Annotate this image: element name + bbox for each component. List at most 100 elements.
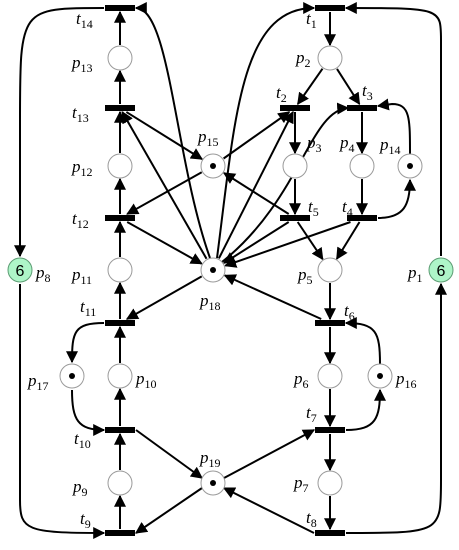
transition-label-subscript: 10 <box>79 437 91 451</box>
place-label-letter: p <box>199 448 209 467</box>
transition-t2 <box>280 105 310 111</box>
place-label-subscript: 6 <box>303 377 309 391</box>
arc-p19-to-t7 <box>223 429 316 479</box>
place-p14 <box>397 153 423 179</box>
arc-p2-to-t3 <box>336 68 361 106</box>
transition-label-subscript: 3 <box>367 89 373 103</box>
place-label-subscript: 3 <box>316 141 322 155</box>
transition-label-subscript: 14 <box>81 17 93 31</box>
place-label-p9: p9 <box>72 477 88 499</box>
place-label-letter: p <box>379 135 389 154</box>
arc-p15-to-t12 <box>126 171 203 215</box>
transition-label-subscript: 4 <box>347 205 353 219</box>
transition-label-t1: t1 <box>306 9 317 31</box>
place-circle-p3 <box>282 153 308 179</box>
place-label-letter: p <box>297 265 307 284</box>
transition-label-t4: t4 <box>342 197 353 219</box>
arc-p18-to-t1 <box>216 2 316 259</box>
place-p1: 6 <box>428 257 454 283</box>
arc-t4-to-p18 <box>224 221 351 268</box>
place-circle-p11 <box>107 257 133 283</box>
transition-label-t7: t7 <box>306 403 317 425</box>
transition-label-subscript: 11 <box>85 305 97 319</box>
place-p5 <box>317 257 343 283</box>
token-count-p8: 6 <box>16 263 25 280</box>
arc-t4-to-p14 <box>377 178 416 219</box>
place-label-subscript: 12 <box>81 165 93 179</box>
transition-label-letter: t <box>76 9 82 28</box>
transition-t8 <box>315 530 345 536</box>
transition-label-t10: t10 <box>74 429 91 451</box>
transition-label-subscript: 13 <box>77 111 89 125</box>
transition-t6 <box>315 320 345 326</box>
token-dot-p16 <box>377 373 383 379</box>
transition-t13 <box>105 105 135 111</box>
arc-t13-to-p15 <box>125 111 204 160</box>
token-dot-p14 <box>407 163 413 169</box>
place-label-subscript: 14 <box>389 143 401 157</box>
token-count-p1: 6 <box>437 263 446 280</box>
token-dot-p17 <box>69 373 75 379</box>
token-dot-p15 <box>210 163 216 169</box>
place-p13 <box>107 45 133 71</box>
place-label-subscript: 18 <box>209 299 221 313</box>
arc-t5-to-p15 <box>222 172 290 215</box>
transition-label-subscript: 2 <box>281 91 287 105</box>
place-p3 <box>282 153 308 179</box>
transition-label-letter: t <box>80 509 86 528</box>
arc-p18-to-t3 <box>221 102 350 263</box>
transition-label-letter: t <box>276 83 282 102</box>
place-p10 <box>107 363 133 389</box>
place-label-subscript: 17 <box>37 379 49 393</box>
place-label-subscript: 11 <box>81 273 93 287</box>
transition-t9 <box>105 530 135 536</box>
transition-t11 <box>105 320 135 326</box>
place-p12 <box>107 153 133 179</box>
arc-t12-to-p18 <box>126 221 203 265</box>
transition-t14 <box>105 5 135 11</box>
place-label-subscript: 16 <box>405 377 417 391</box>
place-label-p3: p3 <box>306 133 322 155</box>
transition-label-t6: t6 <box>344 301 355 323</box>
place-label-p16: p16 <box>395 369 417 391</box>
place-label-p5: p5 <box>297 265 313 287</box>
place-p16 <box>367 363 393 389</box>
place-label-p1: p1 <box>407 263 423 285</box>
transition-t12 <box>105 215 135 221</box>
transition-label-letter: t <box>74 429 80 448</box>
place-p17 <box>59 363 85 389</box>
place-circle-p2 <box>317 45 343 71</box>
place-circle-p4 <box>349 153 375 179</box>
transition-label-t3: t3 <box>362 81 373 103</box>
arc-t8-to-p1 <box>345 282 447 534</box>
place-p15 <box>200 153 226 179</box>
arc-t8-to-p19 <box>222 487 315 534</box>
transition-t1 <box>315 5 345 11</box>
place-circle-p6 <box>317 363 343 389</box>
arc-t6-to-p18 <box>223 274 322 320</box>
place-label-letter: p <box>306 133 316 152</box>
place-p8: 6 <box>7 257 33 283</box>
place-label-p6: p6 <box>293 369 309 391</box>
place-label-subscript: 4 <box>349 141 355 155</box>
place-label-p17: p17 <box>27 371 49 393</box>
place-p7 <box>317 470 343 496</box>
arc-t5-to-p18 <box>222 221 290 264</box>
nodes-layer: 66 <box>7 5 454 536</box>
place-label-letter: p <box>71 157 81 176</box>
place-circle-p13 <box>107 45 133 71</box>
place-label-letter: p <box>395 369 405 388</box>
arc-t5-to-p5 <box>296 221 324 261</box>
place-circle-p12 <box>107 153 133 179</box>
place-label-letter: p <box>71 265 81 284</box>
place-label-letter: p <box>339 133 349 152</box>
place-circle-p8 <box>7 257 33 283</box>
transition-t5 <box>280 215 310 221</box>
arc-p2-to-t2 <box>296 68 324 105</box>
place-label-p12: p12 <box>71 157 93 179</box>
arc-t14-to-p8 <box>14 7 105 258</box>
transition-label-t8: t8 <box>306 508 317 530</box>
transition-label-t9: t9 <box>80 509 91 531</box>
arc-p14-to-t3 <box>376 98 411 155</box>
